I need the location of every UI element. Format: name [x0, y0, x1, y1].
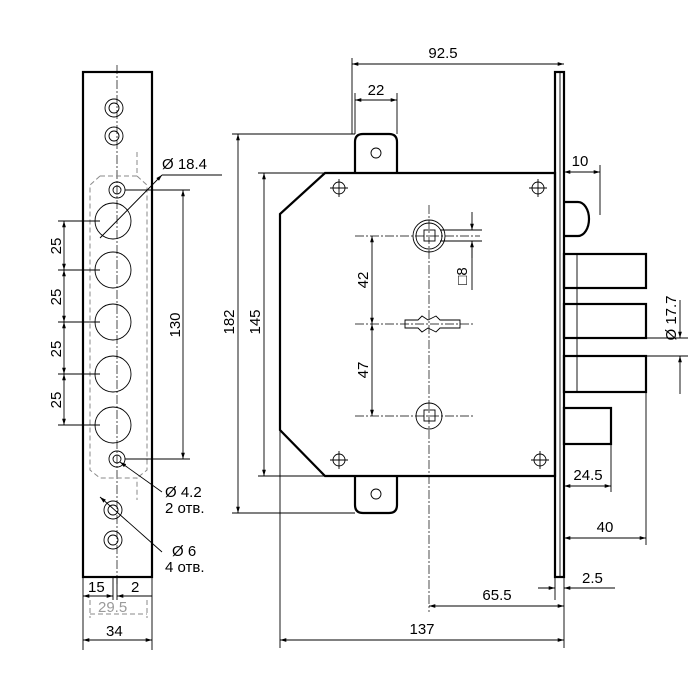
tab-width-label: 22 [368, 82, 385, 99]
case-hole-bl [330, 451, 348, 469]
backset-label: 65.5 [482, 587, 511, 604]
latch-offset-label: 10 [572, 153, 589, 170]
total-length-label: 137 [409, 621, 434, 638]
front-plate [553, 70, 566, 579]
bolt-4 [562, 406, 613, 446]
bolt-hole-5 [94, 406, 132, 444]
bolt-3 [562, 354, 648, 394]
faceplate-view: Ø 18.4 25 25 25 25 130 Ø 4.2 2 отв. Ø 6 … [48, 65, 222, 650]
mounting-tab-top [353, 132, 399, 173]
case-hole-br [531, 451, 549, 469]
bolt-hole-4 [94, 355, 132, 393]
screw-hole-top-2 [104, 126, 124, 146]
faceplate-outline [81, 70, 154, 579]
width-right-label: 2 [131, 579, 139, 596]
width-left-label: 15 [88, 579, 105, 596]
bolt-throw-label: 40 [597, 519, 614, 536]
latch [564, 200, 591, 238]
pitch-label-4: 25 [48, 392, 65, 409]
plate-thickness-label: 2.5 [582, 570, 603, 587]
pitch-label-1: 25 [48, 238, 65, 255]
faceplate-hidden-contour [89, 150, 148, 500]
small-hole-dia-label: Ø 4.2 [165, 484, 202, 501]
inner-width-label: 29.5 [98, 599, 127, 616]
pitch-label-2: 25 [48, 289, 65, 306]
bolt-hole-3 [94, 303, 132, 341]
screw-hole-count-label: 4 отв. [165, 559, 205, 576]
case-hole-tl [330, 179, 348, 197]
screw-hole-dia-label: Ø 6 [172, 543, 196, 560]
height-182-label: 182 [221, 309, 238, 334]
bolt-projection-label: 24.5 [573, 467, 602, 484]
upper-spacing-label: 42 [355, 272, 372, 289]
bolt-hole-2 [94, 251, 132, 289]
lower-spacing-label: 47 [355, 362, 372, 379]
screw-hole-bottom-2 [103, 530, 123, 550]
small-hole-count-label: 2 отв. [165, 500, 205, 517]
screw-hole-top-1 [104, 98, 124, 118]
total-width-label: 34 [106, 623, 123, 640]
lock-body-view: 42 47 □8 92.5 22 10 182 [221, 45, 688, 648]
lock-case-outline [278, 171, 557, 478]
bolt-hole-1 [94, 202, 132, 240]
bolt-1 [562, 252, 648, 290]
pitch-label-3: 25 [48, 341, 65, 358]
keyhole [404, 315, 461, 333]
screw-hole-bottom-1 [103, 500, 123, 520]
case-hole-tr [529, 179, 547, 197]
faceplate-hole-dia-label: Ø 18.4 [162, 156, 207, 173]
faceplate-span-label: 130 [167, 312, 184, 337]
height-145-label: 145 [247, 309, 264, 334]
overall-depth-label: 92.5 [428, 45, 457, 62]
bolt-dia-label: Ø 17.7 [663, 295, 680, 340]
mounting-tab-bottom [353, 476, 399, 515]
bolt-2 [562, 302, 648, 340]
square-size-label: □8 [454, 267, 471, 284]
